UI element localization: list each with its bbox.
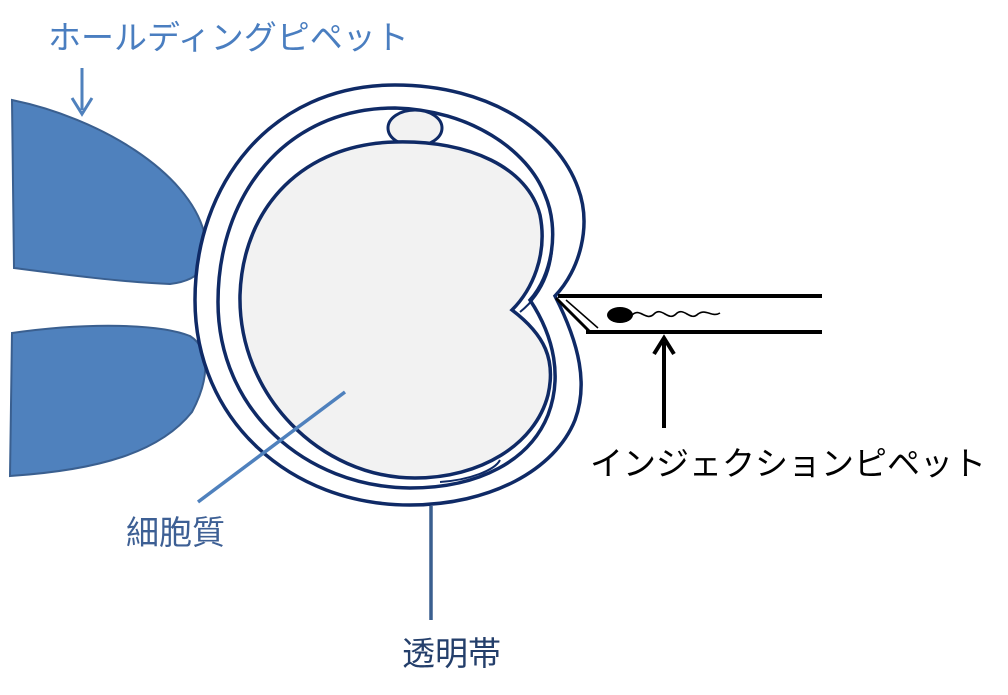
cytoplasm — [238, 140, 553, 480]
cytoplasm-label: 細胞質 — [126, 513, 225, 552]
zona-pellucida-label: 透明帯 — [402, 634, 501, 673]
injection-pipette — [554, 294, 822, 334]
holding-pipette-label: ホールディングピペット — [48, 18, 409, 57]
sperm-icon — [607, 307, 721, 323]
injection-pipette-label: インジェクションピペット — [590, 444, 986, 483]
holding-pipette — [8, 98, 208, 478]
oolemma-detail-lower — [439, 459, 501, 483]
holding-pipette-upper-lobe — [10, 98, 208, 286]
cytoplasm-leader-line — [196, 390, 347, 504]
holding-pipette-lower-lobe — [8, 324, 207, 478]
arrow-up-icon — [652, 334, 676, 428]
oolemma-detail — [519, 229, 554, 313]
arrow-down-icon — [70, 68, 94, 117]
oocyte — [193, 83, 586, 507]
